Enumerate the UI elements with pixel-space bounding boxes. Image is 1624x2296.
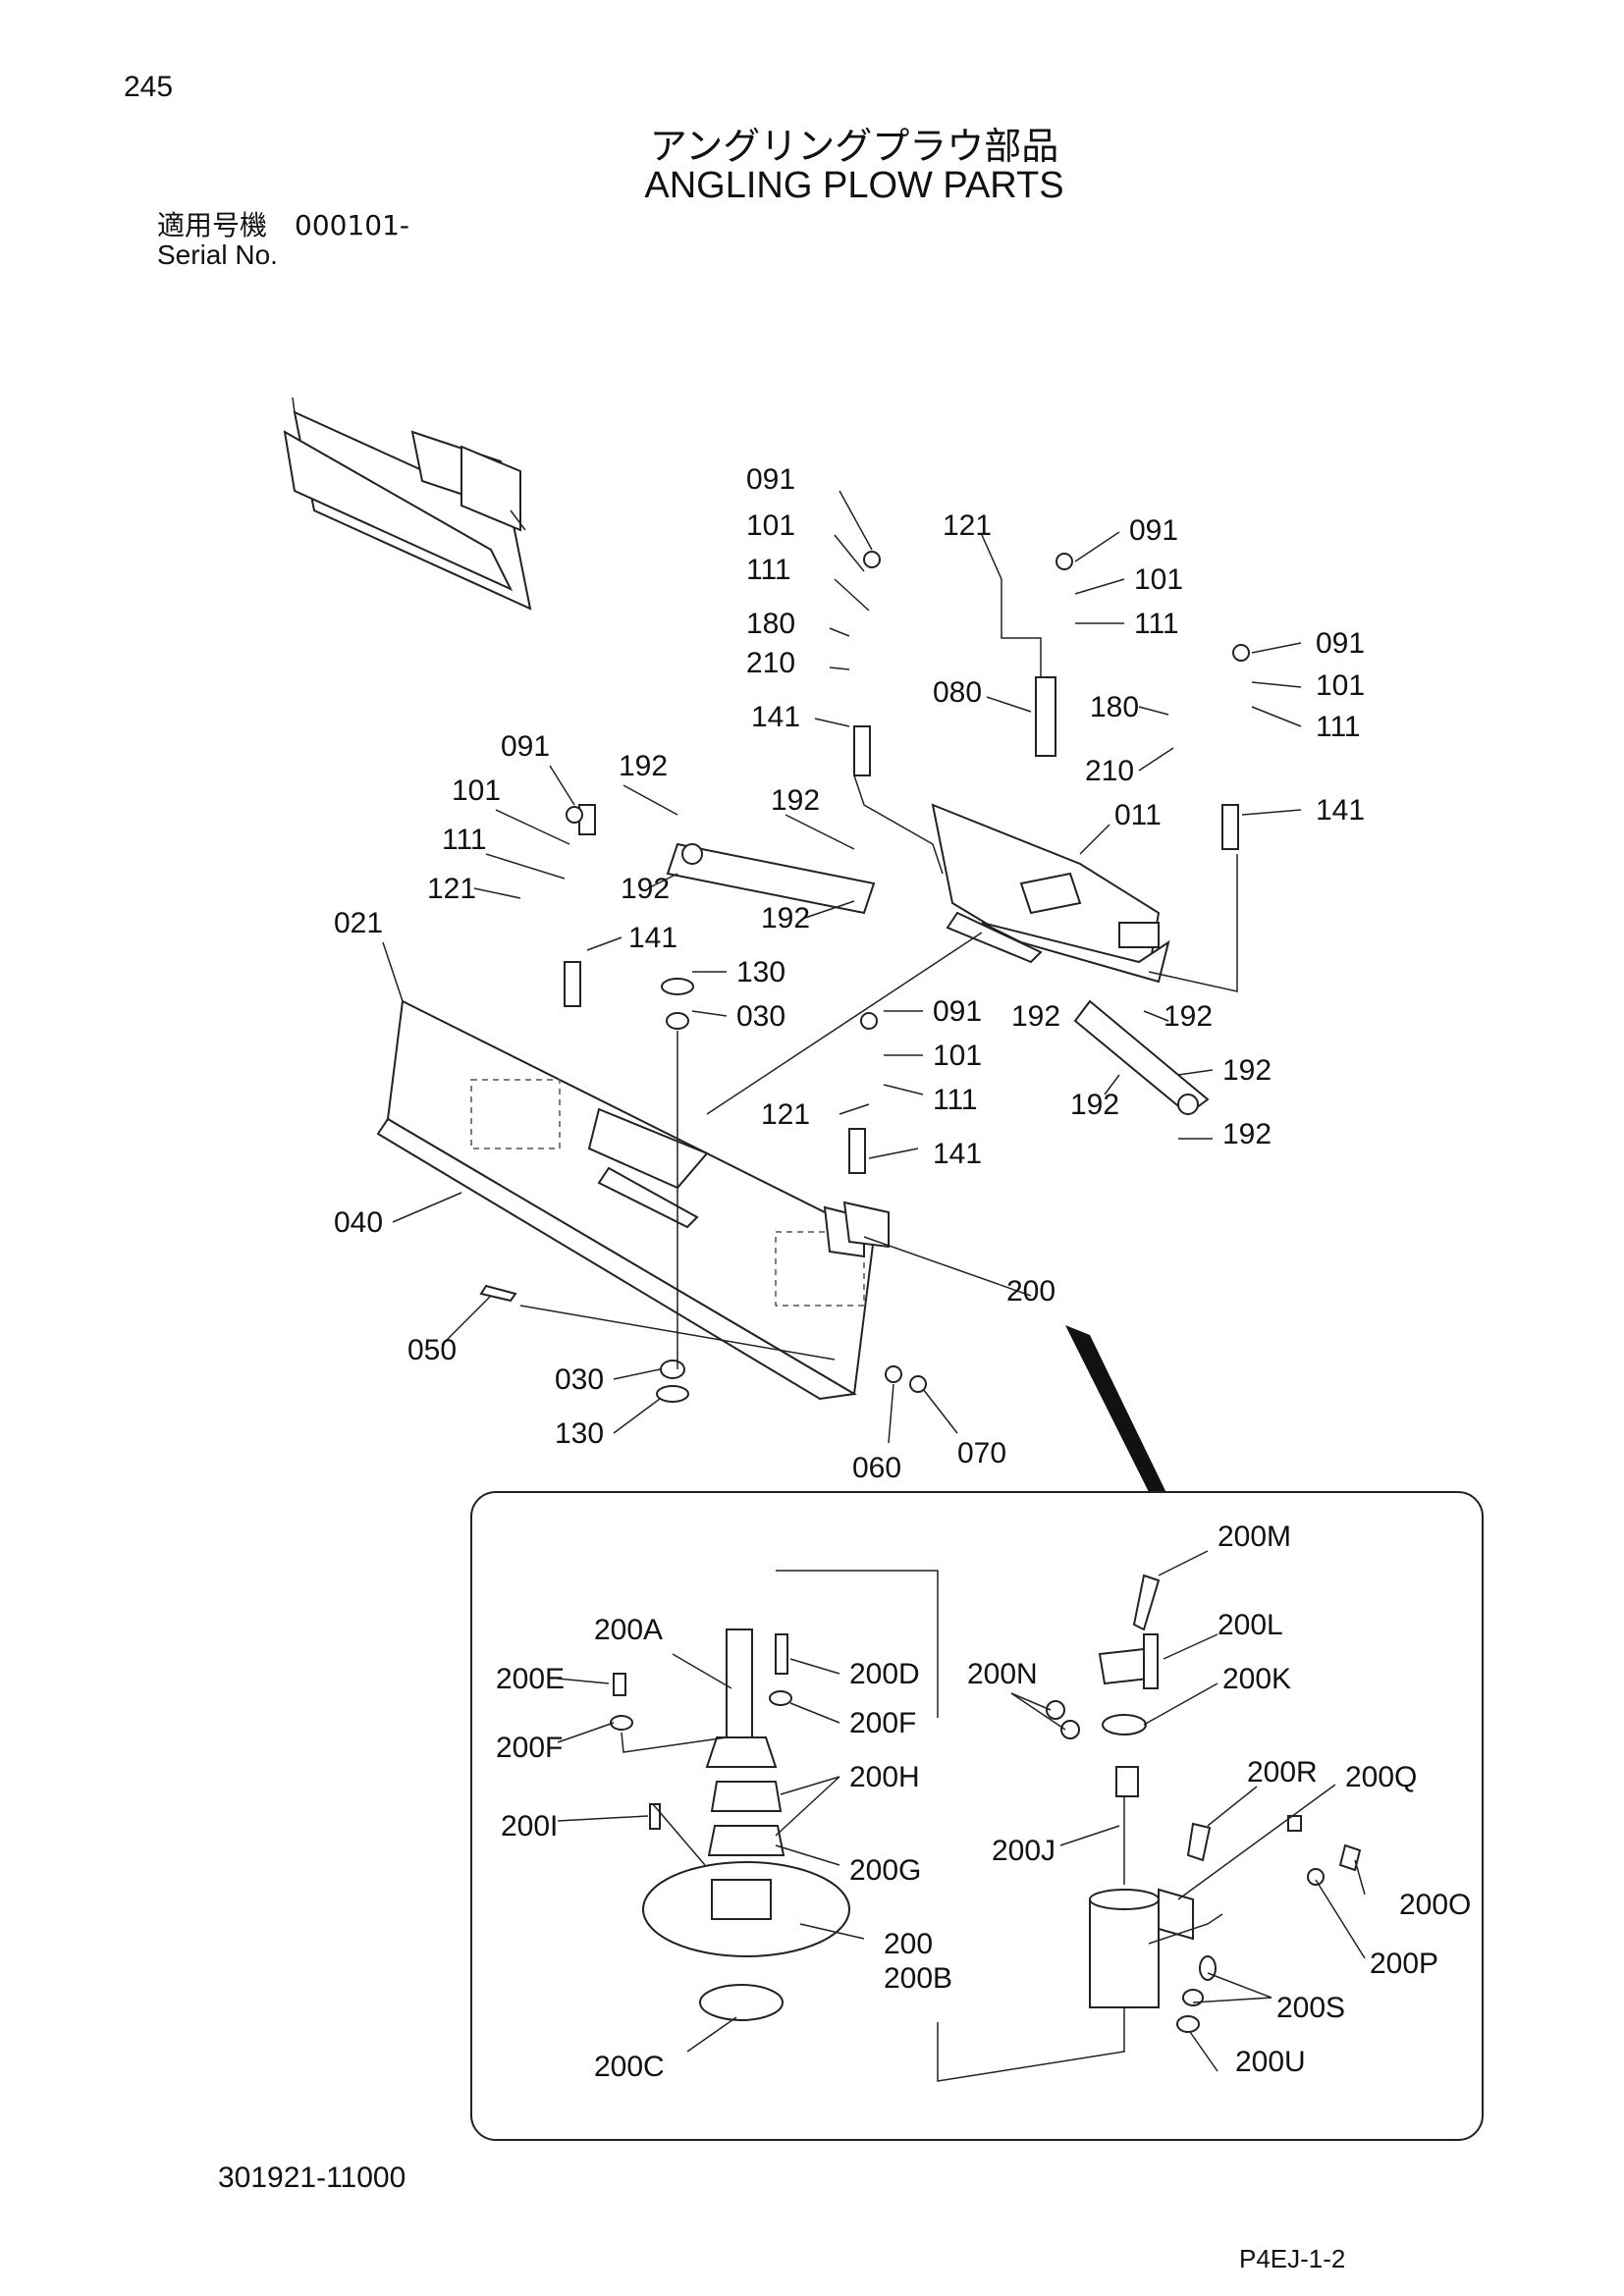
callout: 200E xyxy=(496,1663,565,1695)
frame-drawing xyxy=(931,803,1170,984)
callout: 200B xyxy=(884,1962,952,1995)
callout: 200H xyxy=(849,1761,920,1793)
serial-label-japanese: 適用号機 000101- xyxy=(157,209,409,241)
callout: 141 xyxy=(751,701,800,733)
callout: 070 xyxy=(957,1437,1006,1469)
callout: 200G xyxy=(849,1854,921,1887)
callout: 200Q xyxy=(1345,1761,1417,1793)
callout: 180 xyxy=(746,608,795,640)
callout: 091 xyxy=(746,463,795,496)
callout: 101 xyxy=(1134,563,1183,596)
callout: 111 xyxy=(746,554,791,586)
callout: 200R xyxy=(1247,1756,1318,1789)
callout: 111 xyxy=(1134,608,1179,640)
callout: 021 xyxy=(334,907,383,939)
callout: 101 xyxy=(933,1040,982,1072)
page-title-japanese: アングリングプラウ部品 xyxy=(649,125,1059,168)
callout: 192 xyxy=(1222,1054,1272,1087)
callout: 200S xyxy=(1276,1992,1345,2024)
callout: 111 xyxy=(1316,711,1361,743)
callout: 192 xyxy=(619,750,668,782)
callout: 060 xyxy=(852,1452,901,1484)
overview-plow-drawing xyxy=(283,397,532,611)
callout: 111 xyxy=(442,824,487,856)
callout: 101 xyxy=(1316,669,1365,702)
callout: 050 xyxy=(407,1334,457,1366)
detail-callouts: 200M 200L 200K 200A 200D 200E 200F 200F … xyxy=(496,1521,1471,2083)
callout: 210 xyxy=(1085,755,1134,787)
callout: 200J xyxy=(992,1835,1056,1867)
callout: 200K xyxy=(1222,1663,1291,1695)
callout: 091 xyxy=(501,730,550,763)
callout: 091 xyxy=(933,995,982,1028)
callout: 192 xyxy=(1222,1118,1272,1150)
callout: 121 xyxy=(427,873,476,905)
callout: 091 xyxy=(1316,627,1365,660)
page-title-english: ANGLING PLOW PARTS xyxy=(644,165,1064,206)
main-leader-lines xyxy=(382,490,1302,1502)
callout: 200U xyxy=(1235,2046,1306,2078)
page-number: 245 xyxy=(124,71,174,103)
callout: 200I xyxy=(501,1810,558,1842)
callout: 200M xyxy=(1218,1521,1291,1553)
callout: 200P xyxy=(1370,1948,1438,1980)
drawing-code: P4EJ-1-2 xyxy=(1239,2244,1346,2273)
callout: 091 xyxy=(1129,514,1178,547)
callout: 030 xyxy=(736,1000,785,1033)
callout: 200F xyxy=(849,1707,916,1739)
callout: 200O xyxy=(1399,1889,1471,1921)
callout: 200N xyxy=(967,1658,1038,1690)
callout: 130 xyxy=(736,956,785,988)
callout: 200C xyxy=(594,2051,665,2083)
callout: 200L xyxy=(1218,1609,1283,1641)
callout: 141 xyxy=(628,922,677,954)
serial-label-english: Serial No. xyxy=(157,240,278,270)
pins-and-bolts xyxy=(479,551,1250,1403)
callout: 101 xyxy=(452,774,501,807)
cylinder-drawing xyxy=(666,842,1210,1116)
callout: 200D xyxy=(849,1658,920,1690)
callout: 180 xyxy=(1090,691,1139,723)
callout: 192 xyxy=(761,902,810,934)
callout: 130 xyxy=(555,1417,604,1450)
callout: 192 xyxy=(1011,1000,1060,1033)
callout: 121 xyxy=(761,1098,810,1131)
callout: 210 xyxy=(746,647,795,679)
callout: 200A xyxy=(594,1614,663,1646)
callout: 121 xyxy=(943,509,992,542)
callout: 192 xyxy=(621,873,670,905)
callout: 030 xyxy=(555,1363,604,1396)
callout: 200F xyxy=(496,1732,563,1764)
callout: 141 xyxy=(1316,794,1365,827)
callout: 040 xyxy=(334,1206,383,1239)
callout: 200 xyxy=(1006,1275,1056,1308)
callout: 101 xyxy=(746,509,795,542)
document-number: 301921-11000 xyxy=(218,2162,406,2194)
detail-box xyxy=(470,1491,1484,2141)
callout: 192 xyxy=(1070,1089,1119,1121)
callout: 080 xyxy=(933,676,982,709)
callout: 011 xyxy=(1114,799,1162,831)
callout: 192 xyxy=(771,784,820,817)
callout: 192 xyxy=(1164,1000,1213,1033)
main-callouts: 091 101 111 180 210 141 121 091 101 111 … xyxy=(334,463,1365,1484)
callout: 200 xyxy=(884,1928,933,1960)
callout: 111 xyxy=(933,1084,978,1116)
callout: 141 xyxy=(933,1138,982,1170)
